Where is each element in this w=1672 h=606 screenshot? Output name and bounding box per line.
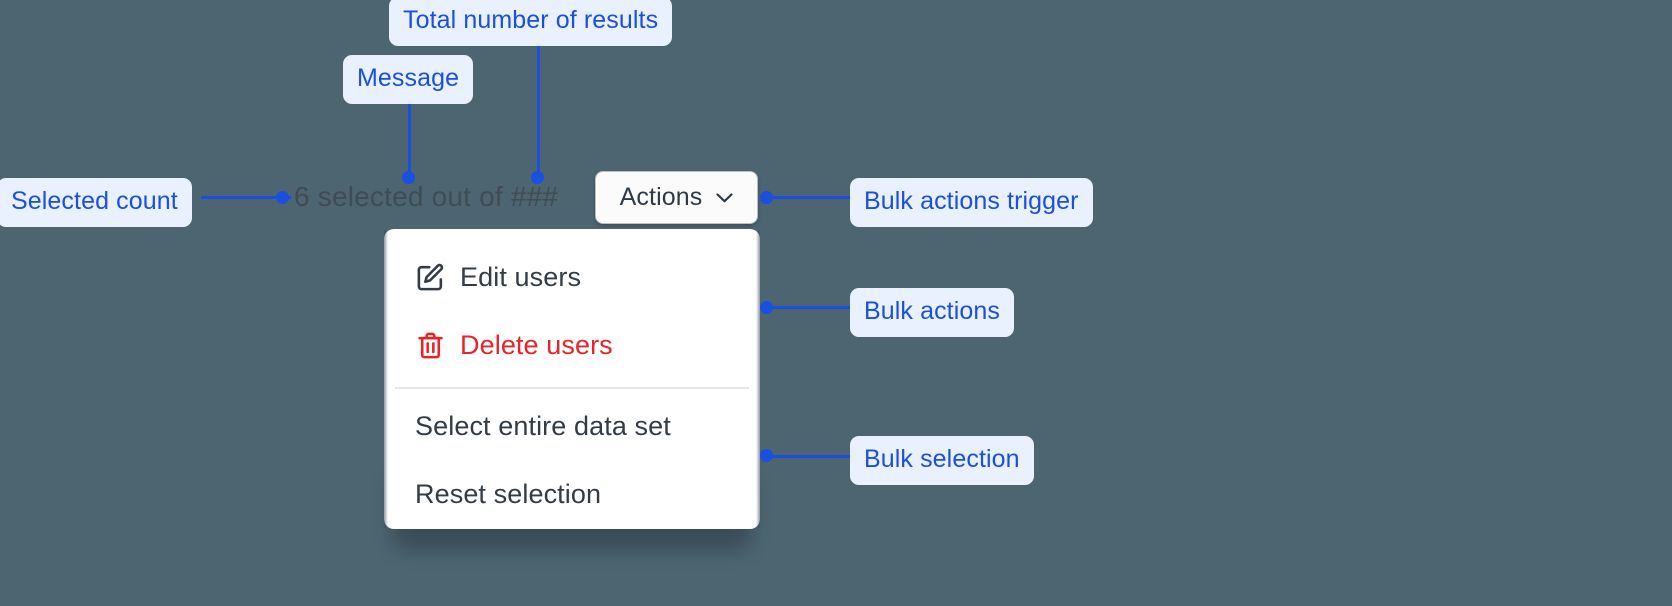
menu-item-reset-selection[interactable]: Reset selection	[384, 460, 760, 528]
connector-bulk-actions	[764, 306, 856, 309]
menu-item-delete-users[interactable]: Delete users	[384, 311, 760, 379]
connector-dot-total-results	[531, 171, 544, 184]
connector-dot-bulk-selection	[760, 449, 773, 462]
menu-item-label: Select entire data set	[415, 410, 671, 441]
connector-dot-selected-count	[276, 191, 289, 204]
connector-message	[408, 89, 411, 178]
annotation-bulk-actions-trigger: Bulk actions trigger	[850, 178, 1093, 227]
connector-dot-message	[402, 171, 415, 184]
bulk-actions-menu: Edit users Delete users Select entire da…	[384, 229, 760, 529]
annotation-message: Message	[343, 55, 474, 104]
menu-item-select-entire-data-set[interactable]: Select entire data set	[384, 392, 760, 460]
annotation-total-number-of-results: Total number of results	[389, 0, 673, 46]
annotation-selected-count: Selected count	[0, 178, 192, 227]
menu-item-label: Edit users	[460, 261, 582, 292]
menu-divider	[395, 387, 749, 389]
annotation-bulk-actions: Bulk actions	[850, 288, 1014, 337]
bulk-actions-trigger-label: Actions	[619, 183, 703, 211]
menu-item-label: Reset selection	[415, 478, 602, 509]
connector-dot-bulk-actions	[760, 301, 773, 314]
connector-bulk-selection	[764, 455, 856, 458]
selected-count-message: 6 selected out of ###	[294, 181, 559, 212]
bulk-actions-trigger-button[interactable]: Actions	[595, 171, 758, 224]
trash-icon	[415, 330, 460, 361]
annotation-bulk-selection: Bulk selection	[850, 436, 1034, 485]
edit-pencil-square-icon	[415, 262, 460, 293]
connector-bulk-actions-trigger	[764, 196, 856, 199]
menu-item-edit-users[interactable]: Edit users	[384, 243, 760, 311]
connector-dot-bulk-actions-trigger	[760, 191, 773, 204]
connector-selected-count	[201, 196, 291, 199]
connector-total-results	[537, 37, 540, 178]
chevron-down-icon	[716, 192, 733, 203]
menu-item-label: Delete users	[460, 329, 613, 360]
